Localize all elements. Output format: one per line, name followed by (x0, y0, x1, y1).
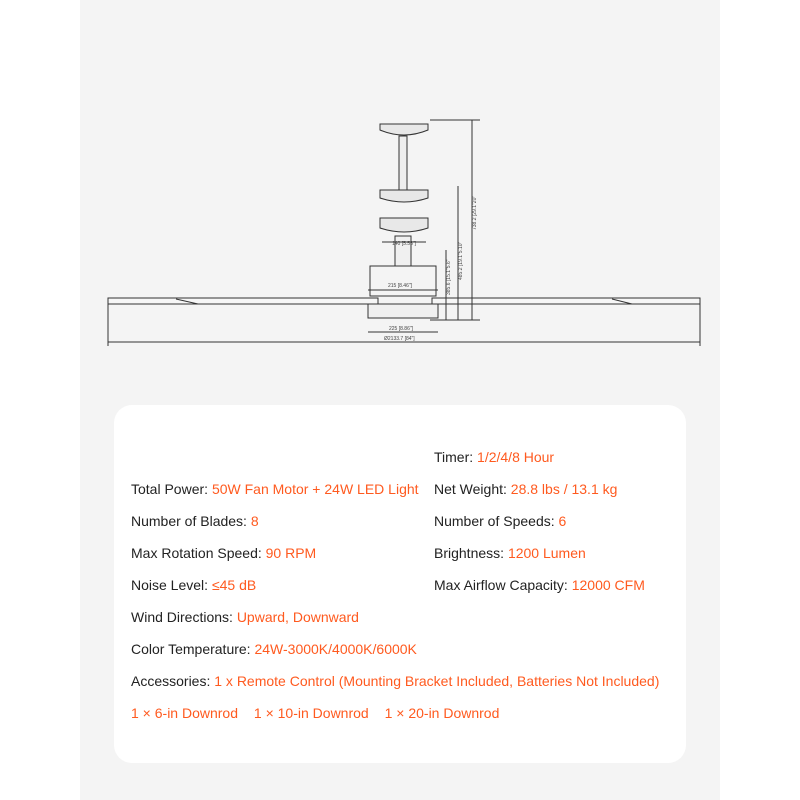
spec-value: 90 RPM (265, 545, 317, 561)
spec-total-power: Total Power: 50W Fan Motor + 24W LED Lig… (131, 480, 419, 498)
dim-span: Ø2133.7 [84"] (384, 336, 415, 342)
canopy (379, 123, 429, 136)
spec-label: Timer: (434, 449, 478, 465)
spec-value: 8 (250, 513, 259, 529)
spec-wind: Wind Directions: Upward, Downward (131, 608, 359, 626)
blade-right (431, 297, 701, 305)
upper-housing (379, 189, 429, 203)
mid-housing (379, 217, 429, 233)
fan-dimension-drawing: 738.2 [29.1"20" 485.2 [19.1"5.10" 385.6 … (107, 119, 701, 346)
spec-label: Wind Directions: (131, 609, 237, 625)
spec-label: Number of Speeds: (434, 513, 559, 529)
dim-height-low: 385.6 [15.1"5.6" (446, 259, 452, 295)
dim-height-mid: 485.2 [19.1"5.10" (458, 241, 464, 280)
spec-label: Brightness: (434, 545, 508, 561)
spec-label: Color Temperature: (131, 641, 255, 657)
spec-value: 6 (558, 513, 567, 529)
spec-accessories: Accessories: 1 x Remote Control (Mountin… (131, 672, 659, 690)
dim-height-total: 738.2 [29.1"20" (472, 196, 478, 230)
spec-timer: Timer: 1/2/4/8 Hour (434, 448, 554, 466)
spec-value: 1 x Remote Control (Mounting Bracket Inc… (214, 673, 660, 689)
downrod (398, 135, 408, 191)
spec-label: Total Power: (131, 481, 212, 497)
spec-label: Max Rotation Speed: (131, 545, 266, 561)
spec-value: 28.8 lbs / 13.1 kg (510, 481, 618, 497)
spec-downrods: 1 × 6-in Downrod 1 × 10-in Downrod 1 × 2… (131, 704, 499, 722)
spec-value: 24W-3000K/4000K/6000K (254, 641, 417, 657)
spec-net-weight: Net Weight: 28.8 lbs / 13.1 kg (434, 480, 617, 498)
spec-label: Net Weight: (434, 481, 511, 497)
downrod-item: 1 × 6-in Downrod (131, 705, 239, 721)
spec-label: Noise Level: (131, 577, 212, 593)
spec-color-temp: Color Temperature: 24W-3000K/4000K/6000K (131, 640, 417, 658)
spec-value: 12000 CFM (571, 577, 645, 593)
spec-label: Accessories: (131, 673, 215, 689)
spec-value: 1/2/4/8 Hour (477, 449, 555, 465)
spec-blades: Number of Blades: 8 (131, 512, 259, 530)
spec-value: ≤45 dB (211, 577, 257, 593)
blade-left (107, 297, 379, 305)
spec-card: Timer: 1/2/4/8 Hour Total Power: 50W Fan… (114, 405, 686, 763)
spec-value: Upward, Downward (236, 609, 359, 625)
motor-housing (369, 265, 437, 297)
spec-rotation: Max Rotation Speed: 90 RPM (131, 544, 316, 562)
spec-noise: Noise Level: ≤45 dB (131, 576, 256, 594)
dim-top-width: 140 [5.53"] (392, 241, 417, 247)
dim-motor-width: 215 [8.46"] (388, 283, 413, 289)
spec-label: Max Airflow Capacity: (434, 577, 572, 593)
downrod-item: 1 × 10-in Downrod (253, 705, 369, 721)
light-kit (367, 303, 439, 319)
spec-value: 50W Fan Motor + 24W LED Light (211, 481, 419, 497)
spec-brightness: Brightness: 1200 Lumen (434, 544, 586, 562)
spec-airflow: Max Airflow Capacity: 12000 CFM (434, 576, 645, 594)
spec-value: 1200 Lumen (507, 545, 586, 561)
spec-label: Number of Blades: (131, 513, 251, 529)
dim-light-width: 225 [8.86"] (389, 326, 414, 332)
downrod-item: 1 × 20-in Downrod (384, 705, 500, 721)
spec-speeds: Number of Speeds: 6 (434, 512, 566, 530)
